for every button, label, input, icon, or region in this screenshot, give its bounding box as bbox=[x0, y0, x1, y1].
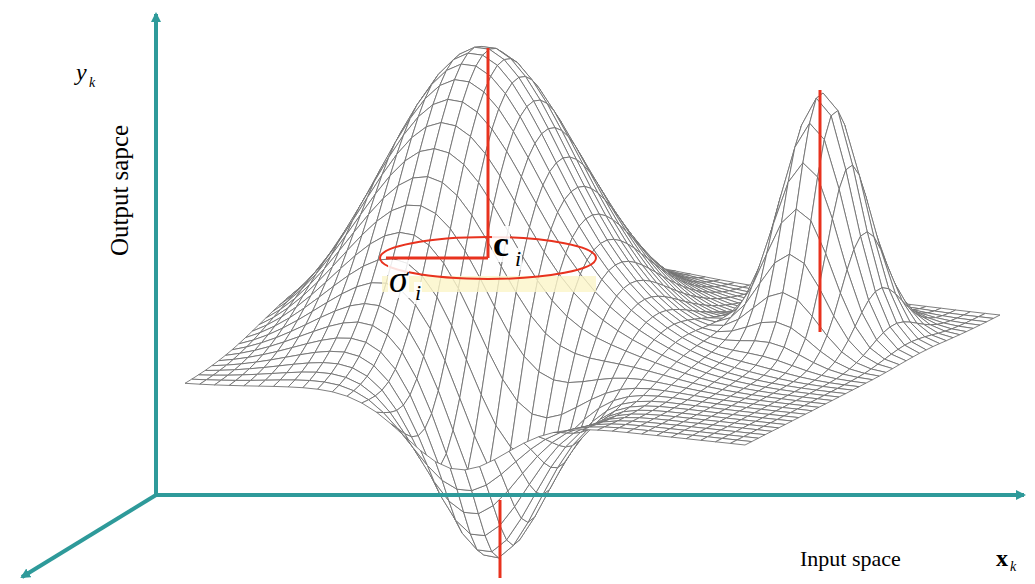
height-line bbox=[819, 90, 822, 332]
sigma-subscript: i bbox=[414, 282, 422, 304]
axis-symbol: y bbox=[76, 60, 87, 84]
mesh-cell bbox=[524, 437, 546, 450]
center-subscript: i bbox=[514, 248, 522, 270]
axis-title: Output sapce bbox=[108, 124, 133, 255]
axis-title: Input space bbox=[800, 548, 901, 570]
sigma-symbol: σ bbox=[388, 260, 409, 298]
mesh-cell bbox=[391, 424, 413, 447]
height-line bbox=[487, 48, 490, 258]
axis-symbol: x bbox=[996, 546, 1008, 570]
input-axis bbox=[154, 493, 1024, 497]
mesh-cell bbox=[406, 438, 427, 466]
mesh-cell bbox=[539, 433, 560, 440]
center-symbol: c bbox=[492, 226, 510, 262]
mesh-cell bbox=[362, 400, 384, 413]
axis-subscript: k bbox=[89, 76, 95, 90]
height-line bbox=[499, 500, 502, 578]
depth-axis bbox=[22, 495, 156, 577]
surface-mesh bbox=[185, 47, 1000, 558]
output-axis bbox=[154, 14, 158, 497]
mesh-cell bbox=[730, 440, 751, 445]
axis-subscript: k bbox=[1010, 560, 1016, 574]
